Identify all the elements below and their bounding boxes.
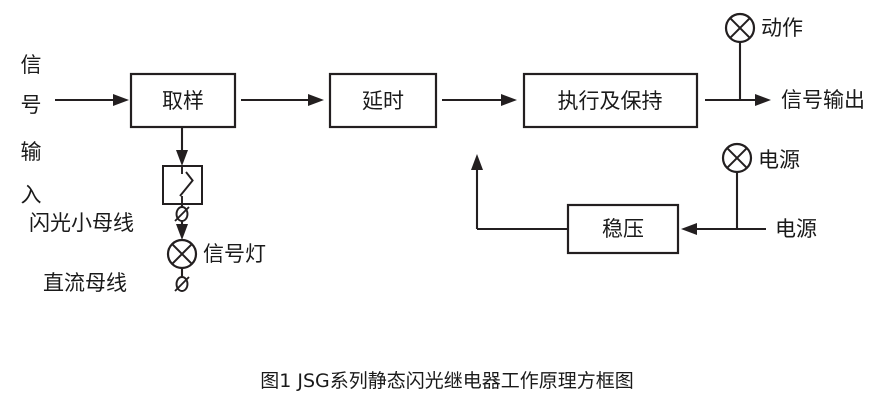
block-voltage-regulator-label: 稳压 bbox=[602, 217, 644, 241]
relay-contact-icon bbox=[162, 165, 203, 205]
terminal-upper-icon bbox=[174, 206, 190, 222]
flash-bus-label: 闪光小母线 bbox=[29, 211, 134, 235]
arrow-sampling-to-delay bbox=[241, 94, 324, 106]
figure-caption: 图1 JSG系列静态闪光继电器工作原理方框图 bbox=[260, 370, 634, 392]
lamp-action-icon bbox=[724, 12, 756, 44]
signal-input-char-3: 入 bbox=[21, 183, 42, 207]
action-label: 动作 bbox=[761, 16, 803, 40]
power-input-branch: 电源 电源 bbox=[681, 142, 817, 241]
signal-output-label: 信号输出 bbox=[781, 88, 865, 112]
power-lamp-label: 电源 bbox=[758, 148, 800, 172]
signal-input-char-1: 号 bbox=[21, 93, 42, 117]
block-delay: 延时 bbox=[328, 72, 438, 129]
block-execute-hold-label: 执行及保持 bbox=[558, 89, 663, 113]
signal-input-char-2: 输 bbox=[21, 140, 42, 164]
feedback-path bbox=[471, 154, 568, 231]
block-delay-label: 延时 bbox=[362, 89, 404, 113]
block-sampling-label: 取样 bbox=[162, 89, 204, 113]
lamp-power-icon bbox=[721, 142, 753, 174]
block-voltage-regulator: 稳压 bbox=[566, 203, 680, 255]
sampling-output-branch: 信号灯 bbox=[162, 127, 266, 292]
signal-lamp-label: 信号灯 bbox=[203, 242, 266, 266]
block-execute-hold: 执行及保持 bbox=[522, 72, 699, 129]
input-arrow bbox=[55, 94, 129, 106]
dc-bus-label: 直流母线 bbox=[43, 271, 127, 295]
arrow-delay-to-execute bbox=[442, 94, 517, 106]
signal-input-char-0: 信 bbox=[21, 53, 42, 77]
block-sampling: 取样 bbox=[129, 72, 237, 129]
power-input-label: 电源 bbox=[775, 217, 817, 241]
terminal-lower-icon bbox=[174, 276, 190, 292]
signal-input-label-group: 信 号 输 入 bbox=[21, 53, 42, 207]
output-branch: 动作 信号输出 bbox=[705, 12, 865, 112]
lamp-signal-icon bbox=[166, 238, 198, 270]
